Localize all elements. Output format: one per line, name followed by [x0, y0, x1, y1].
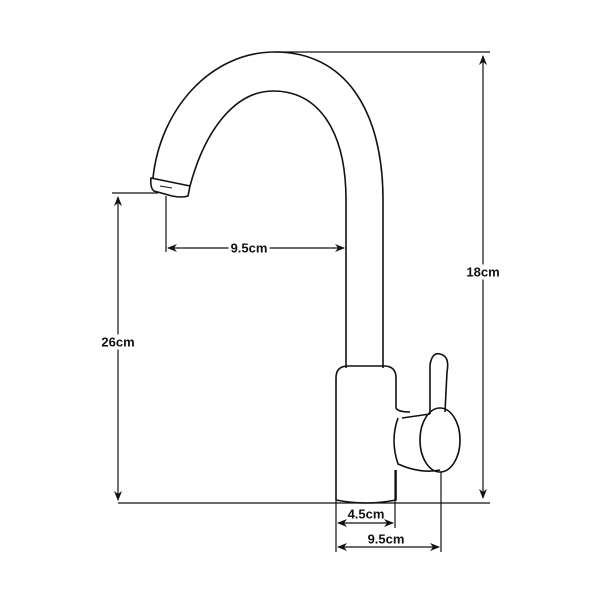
spout-height-label: 26cm [99, 334, 137, 350]
base-diameter-label: 4.5cm [347, 506, 385, 522]
dimension-lines [112, 51, 490, 552]
base-to-handle-label: 9.5cm [367, 531, 405, 547]
total-height-label: 18cm [464, 264, 502, 280]
handle-connector [393, 417, 441, 472]
aerator [150, 177, 191, 198]
handle-knob [419, 407, 461, 473]
faucet-outline [150, 51, 461, 504]
spout-reach-label: 9.5cm [228, 240, 270, 256]
spout-outer [152, 51, 384, 368]
base-body [335, 365, 411, 500]
spout-inner [189, 90, 347, 368]
handle-lever [429, 352, 449, 414]
